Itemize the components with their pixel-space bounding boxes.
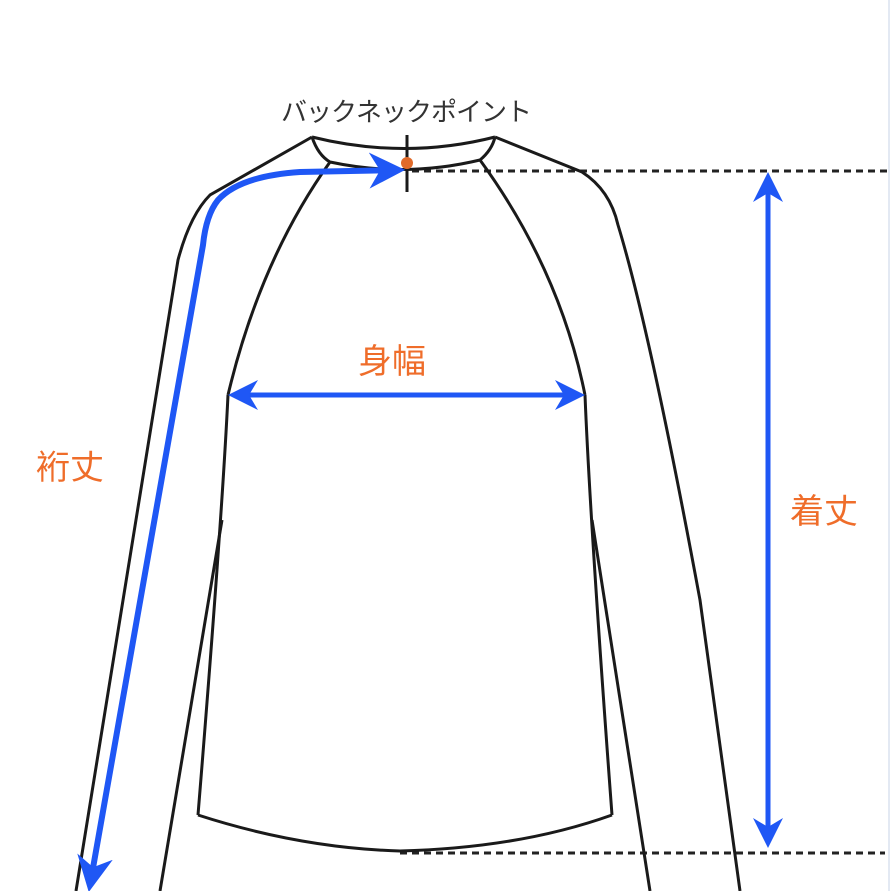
right-sleeve-inner-line: [590, 519, 652, 892]
left-body-side: [196, 394, 230, 816]
sleeve-length-label: 裄丈: [36, 448, 104, 488]
neck-point-dot: [401, 157, 413, 169]
left-sleeve-inner-line: [158, 519, 224, 892]
collar-outer: [311, 135, 496, 150]
right-edge-border: [888, 0, 890, 891]
right-body-side: [583, 394, 614, 816]
right-sleeve-outer-line: [494, 135, 742, 892]
total-length-label: 着丈: [790, 492, 858, 532]
back-neck-point-label: バックネックポイント: [281, 98, 532, 128]
right-raglan-seam: [478, 159, 587, 396]
sleeve-length-arrow: [77, 152, 406, 893]
hem-line: [197, 813, 613, 853]
body-width-label: 身幅: [358, 342, 426, 382]
left-raglan-seam: [226, 161, 332, 396]
